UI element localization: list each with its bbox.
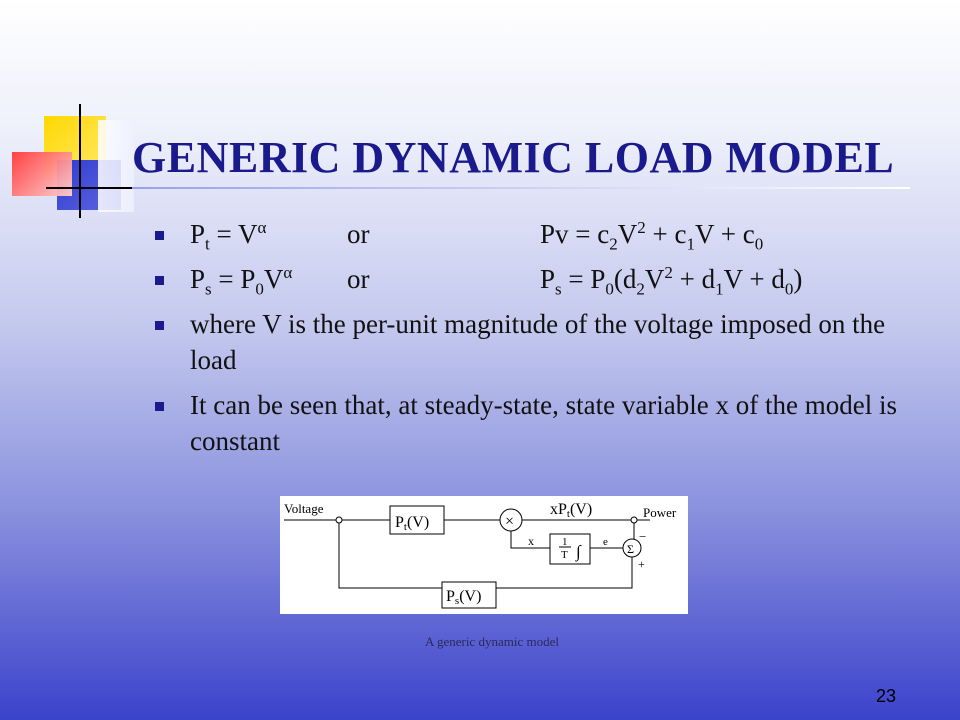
x-feedback-line <box>510 531 550 549</box>
integrator-numerator: 1 <box>562 536 568 548</box>
integral-symbol: ∫ <box>575 542 582 562</box>
bullet-text: It can be seen that, at steady-state, st… <box>190 390 897 456</box>
sum-symbol: Σ <box>627 542 634 556</box>
bullet-text: where V is the per-unit magnitude of the… <box>190 309 886 375</box>
bullet-list: Pt = Vα or Pv = c2V2 + c1V + c0 Ps = P0V… <box>155 216 935 459</box>
plus-sign: + <box>638 557 645 571</box>
ps-polynomial-equation: Ps = P0(d2V2 + d1V + d0) <box>540 263 803 299</box>
xpt-label: xPt(V) <box>550 501 592 520</box>
pt-block-label: Pt(V) <box>395 514 429 533</box>
input-node <box>335 516 343 524</box>
minus-sign: − <box>639 529 646 544</box>
slide-number: 23 <box>876 686 897 706</box>
logo-white-square <box>98 120 134 212</box>
output-node <box>630 516 638 524</box>
logo-horizontal-line <box>46 187 134 189</box>
ps-block <box>441 581 497 609</box>
diagram-caption: A generic dynamic model <box>425 634 559 649</box>
voltage-label: Voltage <box>284 501 324 516</box>
corner-logo <box>0 0 140 220</box>
integrator-block <box>549 533 591 565</box>
or-text: or <box>347 219 370 249</box>
slide-title: GENERIC DYNAMIC LOAD MODEL <box>132 133 895 182</box>
ps-equation: Ps = P0Vα <box>190 263 293 299</box>
bullet-marker <box>155 231 164 240</box>
pv-equation: Pv = c2V2 + c1V + c0 <box>540 218 764 254</box>
line-ps-to-sum <box>496 557 633 589</box>
ps-block-label: Ps(V) <box>446 588 481 607</box>
block-diagram: Voltage Power Pt(V) xPt(V) Ps(V) × x e 1… <box>280 496 688 614</box>
logo-vertical-line <box>79 104 81 218</box>
multiplier-symbol: × <box>505 513 514 530</box>
bullet-equation-pt: Pt = Vα or Pv = c2V2 + c1V + c0 <box>155 216 935 252</box>
bullet-marker <box>155 402 164 411</box>
bullet-equation-ps: Ps = P0Vα or Ps = P0(d2V2 + d1V + d0) <box>155 261 935 297</box>
logo-red-square <box>12 152 72 196</box>
bullet-steady-state: It can be seen that, at steady-state, st… <box>155 387 935 459</box>
power-label: Power <box>643 505 677 520</box>
bullet-voltage-definition: where V is the per-unit magnitude of the… <box>155 306 935 378</box>
line-to-ps <box>338 523 442 589</box>
title-underline <box>132 187 910 189</box>
pt-block <box>389 505 445 535</box>
bullet-marker <box>155 276 164 285</box>
x-label: x <box>528 534 534 548</box>
e-label: e <box>603 536 608 548</box>
or-text: or <box>347 264 370 294</box>
pt-equation: Pt = Vα <box>190 218 267 254</box>
bullet-marker <box>155 321 164 330</box>
integrator-denominator: T <box>561 549 568 561</box>
